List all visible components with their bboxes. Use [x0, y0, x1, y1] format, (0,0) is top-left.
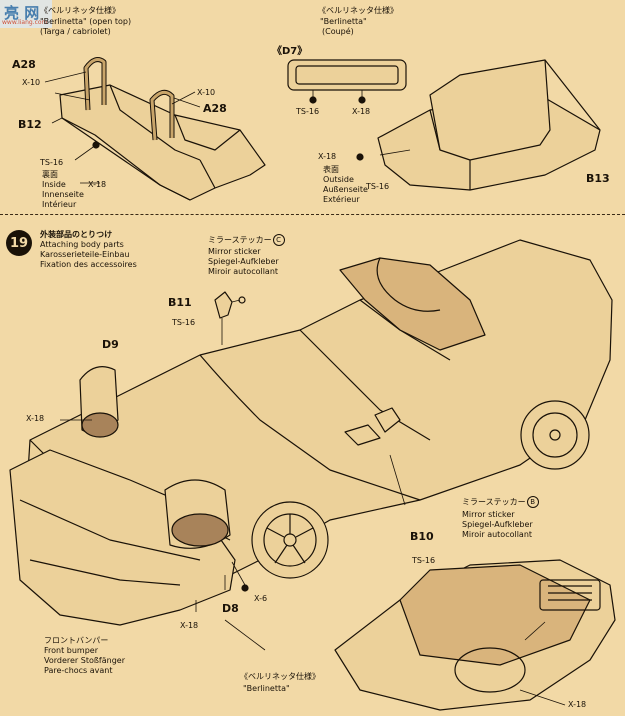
- surface-inside-en: Inside: [42, 180, 66, 189]
- open-top-title-en: "Berlinetta" (open top): [40, 17, 132, 26]
- front-bumper-de: Vorderer Stoßfänger: [44, 656, 125, 665]
- mirror-sticker-c-mark: C: [272, 234, 285, 246]
- part-b10: B10: [410, 530, 434, 543]
- coupe-title-en: "Berlinetta": [320, 17, 367, 26]
- front-bumper-fr: Pare-chocs avant: [44, 666, 113, 675]
- part-b11: B11: [168, 296, 192, 309]
- mirror-sticker-c-en: Mirror sticker: [208, 247, 261, 256]
- sticker-ts16-coupe: TS-16: [296, 107, 320, 116]
- surface-inside-fr: Intérieur: [42, 200, 77, 209]
- mirror-sticker-b-de: Spiegel-Aufkleber: [462, 520, 533, 529]
- sticker-ts16-b10: TS-16: [412, 556, 436, 565]
- mirror-sticker-b-jp-text: ミラーステッカー: [462, 497, 526, 507]
- section-divider: [0, 214, 625, 215]
- mirror-sticker-c-de: Spiegel-Aufkleber: [208, 257, 279, 266]
- watermark-logo: 亮 网 www.liang.com: [0, 0, 52, 28]
- step-number-badge: 19: [6, 230, 32, 256]
- screw-x18-d9: X-18: [26, 414, 45, 423]
- part-d7: 《D7》: [272, 46, 308, 57]
- coupe-title-jp: 《ベルリネッタ仕様》: [318, 6, 398, 15]
- part-b12: B12: [18, 118, 42, 131]
- watermark-sub: www.liang.com: [2, 19, 48, 26]
- part-d8: D8: [222, 602, 239, 615]
- part-b13: B13: [586, 172, 610, 185]
- screw-x18-d8: X-18: [180, 621, 199, 630]
- sticker-ts16-coupe-b: TS-16: [366, 182, 390, 191]
- screw-x18-engine: X-18: [568, 700, 587, 709]
- mirror-sticker-c-jp-text: ミラーステッカー: [208, 235, 272, 245]
- berlinetta-inset-title-jp: 《ベルリネッタ仕様》: [240, 672, 320, 681]
- part-d9: D9: [102, 338, 119, 351]
- mirror-sticker-c-fr: Miroir autocollant: [208, 267, 279, 276]
- front-bumper-jp: フロントバンパー: [44, 636, 109, 645]
- surface-outside-jp: 表面: [323, 165, 339, 174]
- screw-x10-left: X-10: [22, 78, 41, 87]
- mirror-sticker-b-fr: Miroir autocollant: [462, 530, 533, 539]
- open-top-title-sub: (Targa / cabriolet): [40, 27, 111, 36]
- watermark-main: 亮 网: [4, 4, 40, 22]
- surface-outside-fr: Extérieur: [323, 195, 360, 204]
- surface-inside-jp: 裏面: [42, 170, 58, 179]
- mirror-sticker-b-en: Mirror sticker: [462, 510, 515, 519]
- sticker-ts16-left: TS-16: [40, 158, 64, 167]
- open-top-title-jp: 《ベルリネッタ仕様》: [40, 6, 120, 15]
- part-a28-left: A28: [12, 58, 36, 71]
- surface-outside-en: Outside: [323, 175, 354, 184]
- surface-outside-de: Außenseite: [323, 185, 368, 194]
- screw-x18-left: X-18: [88, 180, 107, 189]
- front-bumper-en: Front bumper: [44, 646, 99, 655]
- coupe-roof-drawing: [287, 59, 601, 191]
- mirror-sticker-b-mark: B: [526, 496, 539, 508]
- part-a28-right: A28: [203, 102, 227, 115]
- step19-title-fr: Fixation des accessoires: [40, 260, 137, 269]
- sticker-ts16-b11: TS-16: [172, 318, 196, 327]
- screw-x10-right: X-10: [197, 88, 216, 97]
- screw-x6: X-6: [254, 594, 268, 603]
- step19-title-jp: 外装部品のとりつけ: [40, 230, 113, 239]
- berlinetta-inset-drawing: [334, 559, 616, 711]
- step19-title-de: Karosserieteile-Einbau: [40, 250, 130, 259]
- coupe-title-sub: (Coupé): [322, 27, 354, 36]
- open-top-body-drawing: [44, 57, 266, 201]
- berlinetta-inset-title-en: "Berlinetta": [243, 684, 290, 693]
- step19-title-en: Attaching body parts: [40, 240, 124, 249]
- screw-x18-coupe-a: X-18: [352, 107, 371, 116]
- car-body-drawing: [9, 239, 613, 651]
- surface-inside-de: Innenseite: [42, 190, 84, 199]
- screw-x18-coupe-b: X-18: [318, 152, 337, 161]
